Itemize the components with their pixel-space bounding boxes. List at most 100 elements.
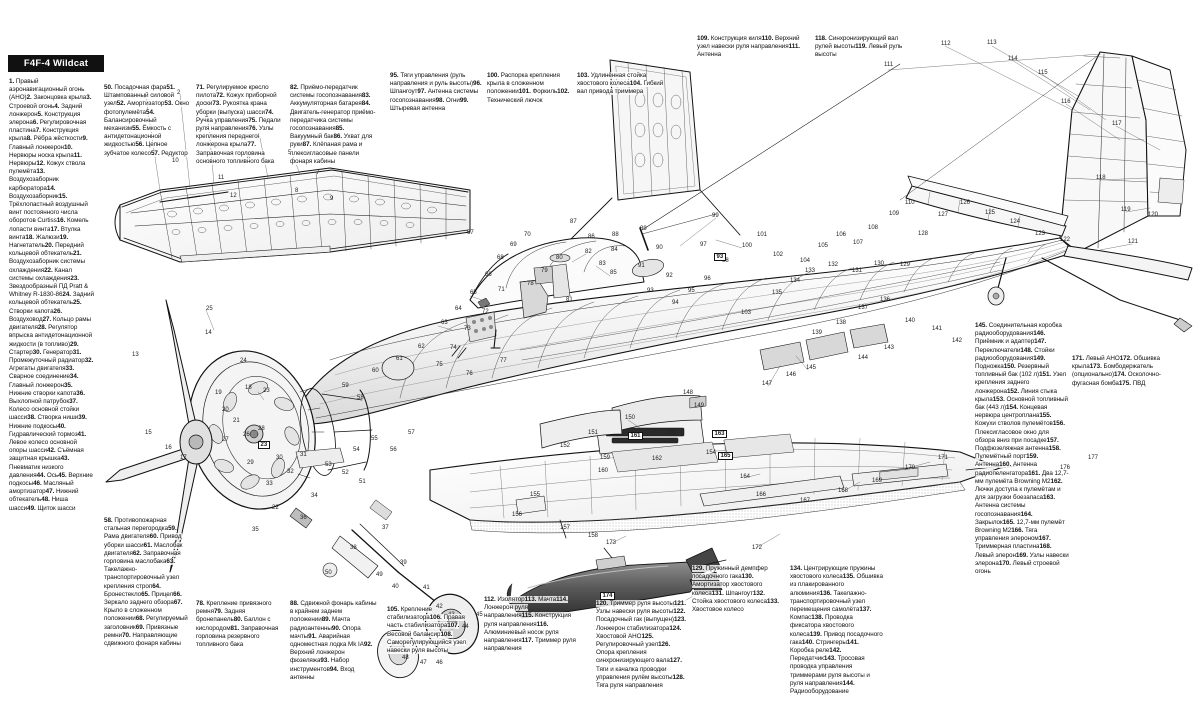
callout-number: 136: [880, 297, 891, 303]
callout-number: 105: [818, 243, 829, 249]
callout-number: 111: [884, 62, 894, 68]
callout-number: 156: [512, 512, 523, 518]
callout-number: 113: [987, 40, 997, 46]
callout-number: 59: [342, 383, 349, 389]
callout-number: 99: [712, 213, 719, 219]
callout-number: 9: [330, 196, 334, 202]
callout-number-boxed: 93: [714, 253, 726, 261]
callout-number: 49: [376, 572, 383, 578]
callout-number: 20: [222, 407, 229, 413]
callout-number: 149: [694, 403, 705, 409]
callout-number: 27: [222, 437, 229, 443]
callout-number: 15: [145, 430, 152, 436]
callout-number: 176: [1060, 465, 1071, 471]
callout-number: 37: [382, 525, 389, 531]
callout-number: 26: [243, 432, 250, 438]
callout-number: 139: [812, 330, 823, 336]
callout-number: 40: [392, 584, 399, 590]
callout-number: 170: [905, 465, 916, 471]
callout-number: 97: [700, 242, 707, 248]
callout-number: 108: [868, 225, 879, 231]
legend-column-bottom-4: 105. Крепление стабилизатора106. Правая …: [387, 606, 475, 655]
callout-number: 171: [938, 455, 949, 461]
callout-number: 38: [350, 545, 357, 551]
callout-number: 114: [1008, 56, 1018, 62]
callout-number: 94: [672, 300, 679, 306]
callout-number: 45: [476, 612, 483, 618]
callout-number: 132: [828, 262, 839, 268]
callout-number: 39: [400, 560, 407, 566]
callout-number: 137: [858, 305, 869, 311]
callout-number: 16: [165, 445, 172, 451]
callout-number: 83: [599, 261, 606, 267]
callout-number: 106: [836, 232, 847, 238]
legend-item: 101. Форкиль: [518, 88, 558, 96]
callout-number: 42: [436, 604, 443, 610]
callout-number: 29: [247, 460, 254, 466]
callout-number: 124: [1010, 219, 1021, 225]
callout-number: 117: [1112, 121, 1122, 127]
callout-number: 69: [510, 242, 517, 248]
callout-number: 46: [436, 660, 443, 666]
callout-number: 141: [932, 326, 943, 332]
legend-column-5: 95. Тяги управления (руль направления и …: [390, 72, 482, 113]
callout-number: 166: [756, 492, 767, 498]
callout-number: 147: [762, 381, 773, 387]
legend-item: 70. Направляющие сдвижного фонаря кабины: [104, 631, 181, 648]
callout-number: 60: [372, 368, 379, 374]
callout-number: 57: [408, 430, 415, 436]
callout-number: 56: [390, 447, 397, 453]
legend-item: 95. Тяги управления (руль направления и …: [390, 72, 473, 88]
callout-number: 72: [482, 309, 489, 315]
callout-number: 12: [230, 193, 237, 199]
legend-column-bottom-8: 134. Центрирующие пружины хвостового кол…: [790, 565, 884, 696]
callout-number-boxed: 165: [718, 452, 734, 460]
callout-number: 96: [704, 276, 711, 282]
callout-number: 126: [960, 200, 971, 206]
callout-number: 44: [462, 624, 469, 630]
legend-column-6: 100. Распорка крепления крыла в сложенно…: [487, 72, 577, 105]
callout-number: 153: [666, 430, 677, 436]
callout-number: 84: [611, 247, 618, 253]
callout-number: 77: [500, 358, 507, 364]
callout-number: 68: [497, 255, 504, 261]
callout-number: 14: [205, 330, 212, 336]
callout-number: 172: [752, 545, 763, 551]
callout-number: 158: [588, 533, 599, 539]
callout-number: 128: [918, 231, 929, 237]
callout-number: 95: [688, 288, 695, 294]
legend-column-bottom-2: 78. Крепление привязного ремня79. Задняя…: [196, 600, 286, 649]
legend-item: 49. Щиток шасси: [27, 504, 76, 512]
callout-number: 159: [600, 455, 611, 461]
callout-number: 90: [656, 245, 663, 251]
callout-number: 22: [272, 505, 279, 511]
callout-number: 36: [300, 515, 307, 521]
callout-number: 3: [205, 113, 209, 119]
callout-number: 47: [420, 660, 427, 666]
callout-number: 50: [325, 570, 332, 576]
callout-number: 23: [263, 388, 270, 394]
callout-number: 17: [180, 455, 187, 461]
legend-column-bottom-1: 58. Противопожарная стальная перегородка…: [104, 517, 190, 648]
legend-item: 91. Аварийная одноместная лодка Mk IA: [290, 632, 364, 649]
callout-number: 109: [889, 211, 900, 217]
legend-item: 58. Противопожарная стальная перегородка: [104, 517, 169, 533]
callout-number: 62: [418, 344, 425, 350]
callout-number: 140: [905, 318, 916, 324]
callout-number: 110: [905, 200, 915, 206]
callout-number: 148: [683, 390, 694, 396]
callout-number: 79: [541, 268, 548, 274]
callout-number: 91: [638, 263, 645, 269]
callout-number: 13: [132, 352, 139, 358]
legend-column-1: 1. Правый аэронавигационный огонь (АНО)2…: [9, 78, 95, 513]
callout-number: 25: [206, 306, 213, 312]
legend-column-7: 103. Удлинённая стойка хвостового колеса…: [577, 72, 669, 97]
callout-number: 65: [470, 290, 477, 296]
callout-number: 150: [625, 415, 636, 421]
callout-number: 144: [858, 355, 869, 361]
callout-number: 28: [258, 426, 265, 432]
callout-number: 92: [666, 273, 673, 279]
callout-number: 7: [316, 170, 320, 176]
page-title: F4F-4 Wildcat: [8, 55, 104, 72]
callout-number: 152: [560, 443, 571, 449]
